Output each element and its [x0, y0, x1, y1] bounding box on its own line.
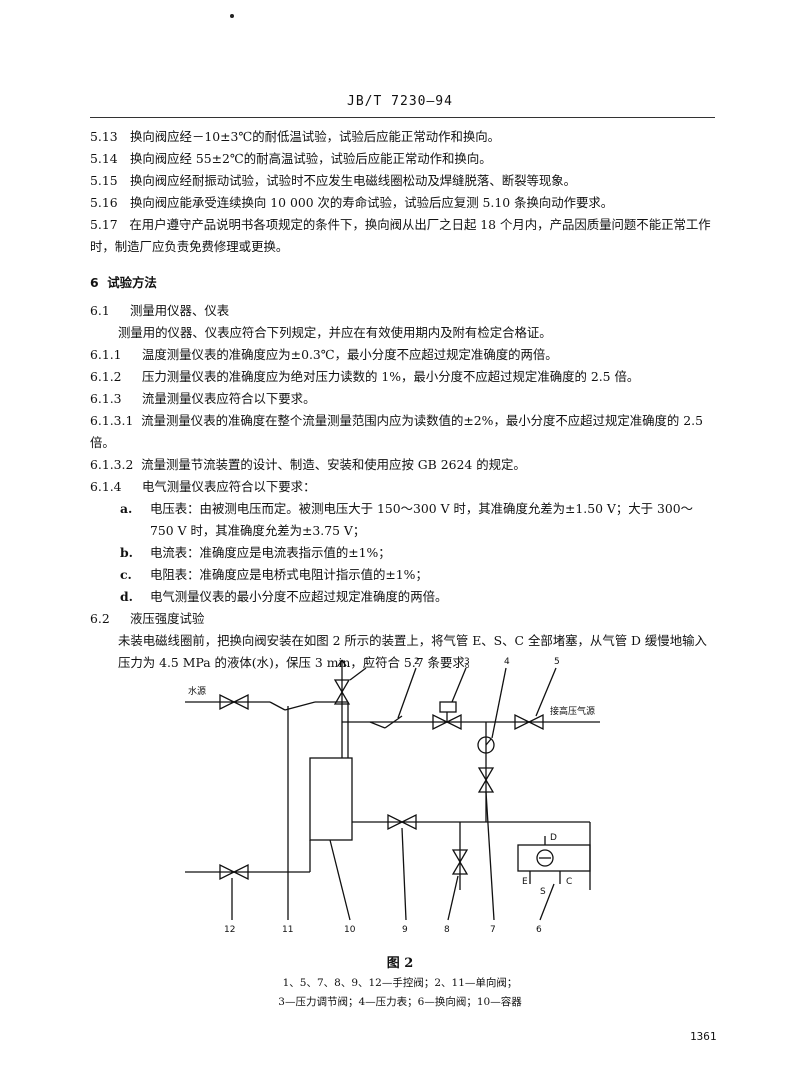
- container-10: [309, 757, 353, 841]
- label-2: 2: [414, 657, 420, 667]
- label-12: 12: [224, 925, 235, 935]
- label-7: 7: [490, 925, 496, 935]
- clause-6-1-2: 6.1.2 压力测量仪表的准确度应为绝对压力读数的 1%，最小分度不应超过规定准…: [90, 366, 715, 388]
- reversing-valve-6: [517, 844, 591, 872]
- clause-number: 5.14: [90, 151, 118, 166]
- section-6-title: 6 试验方法: [90, 275, 157, 290]
- list-item-c: c. 电阻表：准确度应是电桥式电阻计指示值的±1%；: [90, 564, 715, 586]
- legend-line-1: 1、5、7、8、9、12—手控阀；2、11—单向阀；: [282, 977, 518, 989]
- label-4: 4: [504, 657, 510, 667]
- clause-5-15: 5.15 换向阀应经耐振动试验，试验时不应发生电磁线圈松动及焊缝脱落、断裂等现象…: [90, 170, 715, 192]
- page-header: JB/T 7230—94: [347, 94, 453, 109]
- clause-number: 6.1.3.1: [90, 413, 134, 428]
- apparatus-schematic: 1 2 3 4 5 12 11 10 9 8 7 6 水源 接高压气源 D E …: [185, 657, 600, 935]
- valve-9: [387, 813, 404, 831]
- list-text: 电气测量仪表的最小分度不应超过规定准确度的两倍。: [150, 589, 448, 604]
- clause-text: 换向阀应经耐振动试验，试验时不应发生电磁线圈松动及焊缝脱落、断裂等现象。: [130, 173, 577, 188]
- clause-text: 换向阀应经 55±2℃的耐高温试验，试验后应能正常动作和换向。: [130, 151, 492, 166]
- label-11: 11: [282, 925, 293, 935]
- list-item-d: d. 电气测量仪表的最小分度不应超过规定准确度的两倍。: [90, 586, 715, 608]
- port-e: E: [522, 877, 528, 887]
- list-text: 电压表：由被测电压而定。被测电压大于 150～300 V 时，其准确度允差为±1…: [150, 501, 694, 538]
- clause-6-1-4: 6.1.4 电气测量仪表应符合以下要求：: [90, 476, 715, 498]
- valve-8: [451, 849, 469, 864]
- label-5: 5: [554, 657, 560, 667]
- clause-text: 温度测量仪表的准确度应为±0.3℃，最小分度不应超过规定准确度的两倍。: [142, 347, 558, 362]
- clause-number: 6.1.4: [90, 479, 122, 494]
- scan-speck: [230, 14, 234, 18]
- port-s: S: [540, 887, 546, 897]
- label-10: 10: [344, 925, 356, 935]
- clause-number: 6.2: [90, 611, 110, 626]
- clause-title: 液压强度试验: [130, 611, 205, 626]
- clause-text: 换向阀应能承受连续换向 10 000 次的寿命试验，试验后应复测 5.10 条换…: [130, 195, 614, 210]
- label-8: 8: [444, 925, 450, 935]
- figure-legend: 1、5、7、8、9、12—手控阀；2、11—单向阀； 3—压力调节阀；4—压力表…: [0, 974, 800, 1012]
- list-text: 电流表：准确度应是电流表指示值的±1%；: [150, 545, 391, 560]
- body-text: 5.13 换向阀应经－10±3℃的耐低温试验，试验后应能正常动作和换向。 5.1…: [90, 126, 715, 674]
- clause-title: 测量用仪器、仪表: [130, 303, 230, 318]
- list-item-b: b. 电流表：准确度应是电流表指示值的±1%；: [90, 542, 715, 564]
- valve-7: [477, 767, 495, 782]
- page-number: 1361: [690, 1030, 717, 1043]
- water-source-label: 水源: [188, 685, 206, 697]
- valve-water-left: [219, 693, 236, 711]
- list-letter: a.: [120, 501, 133, 516]
- clause-number: 5.13: [90, 129, 118, 144]
- clause-number: 6.1.3.2: [90, 457, 134, 472]
- clause-number: 6.1: [90, 303, 110, 318]
- list-item-a: a. 电压表：由被测电压而定。被测电压大于 150～300 V 时，其准确度允差…: [90, 498, 715, 542]
- clause-5-16: 5.16 换向阀应能承受连续换向 10 000 次的寿命试验，试验后应复测 5.…: [90, 192, 715, 214]
- valve-5: [514, 713, 531, 731]
- clause-5-17: 5.17 在用户遵守产品说明书各项规定的条件下，换向阀从出厂之日起 18 个月内…: [90, 214, 715, 258]
- clause-text: 流量测量仪表应符合以下要求。: [142, 391, 316, 406]
- clause-text: 换向阀应经－10±3℃的耐低温试验，试验后应能正常动作和换向。: [130, 129, 501, 144]
- clause-5-14: 5.14 换向阀应经 55±2℃的耐高温试验，试验后应能正常动作和换向。: [90, 148, 715, 170]
- valve-1: [333, 679, 351, 694]
- clause-6-1-paragraph: 测量用的仪器、仪表应符合下列规定，并应在有效使用期内及附有检定合格证。: [118, 325, 552, 340]
- clause-text: 压力测量仪表的准确度应为绝对压力读数的 1%，最小分度不应超过规定准确度的 2.…: [142, 369, 640, 384]
- list-text: 电阻表：准确度应是电桥式电阻计指示值的±1%；: [150, 567, 428, 582]
- legend-line-2: 3—压力调节阀；4—压力表；6—换向阀；10—容器: [278, 996, 522, 1008]
- clause-number: 6.1.2: [90, 369, 122, 384]
- port-c: C: [566, 877, 572, 887]
- clause-number: 5.16: [90, 195, 118, 210]
- label-1: 1: [364, 657, 370, 667]
- label-3: 3: [464, 657, 470, 667]
- list-letter: b.: [120, 545, 133, 560]
- clause-5-13: 5.13 换向阀应经－10±3℃的耐低温试验，试验后应能正常动作和换向。: [90, 126, 715, 148]
- pressure-gauge-4: [477, 736, 495, 754]
- figure-2-diagram: 1 2 3 4 5 12 11 10 9 8 7 6 水源 接高压气源 D E …: [170, 650, 630, 940]
- clause-6-1-3-2: 6.1.3.2 流量测量节流装置的设计、制造、安装和使用应按 GB 2624 的…: [90, 454, 715, 476]
- clause-number: 6.1.1: [90, 347, 122, 362]
- clause-number: 5.15: [90, 173, 118, 188]
- clause-6-1-3: 6.1.3 流量测量仪表应符合以下要求。: [90, 388, 715, 410]
- clause-6-1-3-1: 6.1.3.1 流量测量仪表的准确度在整个流量测量范围内应为读数值的±2%，最小…: [90, 410, 715, 454]
- clause-text: 在用户遵守产品说明书各项规定的条件下，换向阀从出厂之日起 18 个月内，产品因质…: [90, 217, 711, 254]
- clause-text: 电气测量仪表应符合以下要求：: [142, 479, 316, 494]
- clause-6-1-1: 6.1.1 温度测量仪表的准确度应为±0.3℃，最小分度不应超过规定准确度的两倍…: [90, 344, 715, 366]
- clause-6-2-paragraph: 未装电磁线圈前，把换向阀安装在如图 2 所示的装置上，将气管 E、S、C 全部堵…: [118, 633, 707, 670]
- label-9: 9: [402, 925, 408, 935]
- high-pressure-label: 接高压气源: [550, 705, 595, 717]
- clause-text: 流量测量节流装置的设计、制造、安装和使用应按 GB 2624 的规定。: [141, 457, 526, 472]
- clause-number: 5.17: [90, 217, 118, 232]
- clause-number: 6.1.3: [90, 391, 122, 406]
- list-letter: c.: [120, 567, 132, 582]
- clause-6-1: 6.1 测量用仪器、仪表: [90, 300, 715, 322]
- label-6: 6: [536, 925, 542, 935]
- list-letter: d.: [120, 589, 133, 604]
- figure-title: 图 2: [386, 956, 414, 971]
- header-rule: [90, 117, 715, 118]
- port-d: D: [550, 833, 557, 843]
- valve-12: [219, 863, 236, 881]
- valve-3: [432, 713, 449, 731]
- clause-6-2: 6.2 液压强度试验: [90, 608, 715, 630]
- clause-text: 流量测量仪表的准确度在整个流量测量范围内应为读数值的±2%，最小分度不应超过规定…: [90, 413, 703, 450]
